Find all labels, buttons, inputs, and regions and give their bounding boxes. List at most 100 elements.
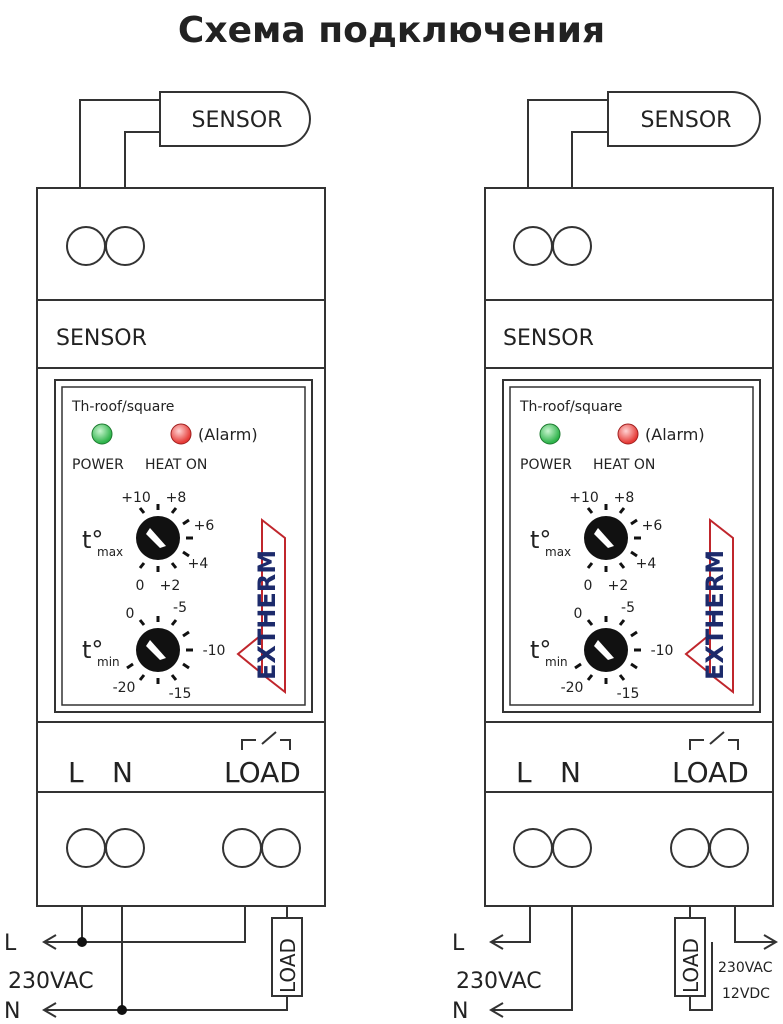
right-device: SENSOR SENSOR Th-roof/square (Alarm) POW… — [452, 91, 778, 1024]
left-terminal-n — [105, 828, 145, 868]
left-tmin-scale-15: -15 — [169, 686, 192, 702]
right-power-led — [539, 423, 561, 445]
left-brand-logo: EXTHERM — [253, 550, 281, 680]
left-model-label: Th-roof/square — [71, 399, 174, 415]
right-load-terminal-2 — [709, 828, 749, 868]
left-sensor-probe — [159, 91, 311, 147]
right-tmax-label: t° — [530, 526, 551, 554]
right-external-wiring — [489, 906, 778, 1018]
left-terminal-l-label: L — [68, 756, 84, 789]
left-terminal-n-label: N — [112, 756, 133, 789]
left-alarm-led — [170, 423, 192, 445]
left-sensor-wire-2 — [124, 131, 160, 188]
left-tmax-label: t° — [82, 526, 103, 554]
right-tmin-scale-5: -5 — [621, 600, 635, 616]
left-sensor-terminal-2 — [105, 226, 145, 266]
right-alarm-led — [617, 423, 639, 445]
left-load-terminal-2 — [261, 828, 301, 868]
right-tmax-scale-8: +8 — [614, 490, 635, 506]
left-tmin-scale-0: 0 — [126, 606, 135, 622]
left-tmin-knob[interactable] — [136, 628, 180, 672]
left-tmin-ticks — [126, 616, 193, 684]
left-tmin-scale-10: -10 — [203, 643, 226, 659]
right-supply-label: 230VAC — [456, 969, 542, 994]
right-line-l-label: L — [452, 931, 465, 956]
left-supply-label: 230VAC — [8, 969, 94, 994]
left-load-terminal-1 — [222, 828, 262, 868]
left-relay-symbol — [241, 731, 291, 750]
left-tmin-scale-5: -5 — [173, 600, 187, 616]
left-tmax-scale-2: +2 — [160, 578, 181, 594]
right-tmin-sub: min — [545, 655, 568, 669]
left-alarm-label: (Alarm) — [198, 425, 258, 444]
right-tmin-knob[interactable] — [584, 628, 628, 672]
right-terminal-load-label: LOAD — [672, 756, 749, 789]
left-front-panel — [61, 386, 306, 706]
right-front-panel-outer — [502, 379, 761, 713]
left-tmin-sub: min — [97, 655, 120, 669]
right-line-n-label: N — [452, 999, 468, 1024]
left-device-body — [36, 187, 326, 907]
right-front-panel — [509, 386, 754, 706]
right-tmax-scale-6: +6 — [642, 518, 663, 534]
right-alarm-label: (Alarm) — [645, 425, 705, 444]
right-brand-accent — [709, 517, 734, 695]
right-brand-logo: EXTHERM — [701, 550, 729, 680]
left-sensor-terminal-1 — [66, 226, 106, 266]
left-tmax-scale-8: +8 — [166, 490, 187, 506]
right-power-label: POWER — [520, 457, 572, 473]
right-tmax-scale-0: 0 — [584, 578, 593, 594]
left-front-panel-outer — [54, 379, 313, 713]
left-tmax-scale-4: +4 — [188, 556, 209, 572]
right-heat-on-label: HEAT ON — [593, 457, 655, 473]
right-load-box-label: LOAD — [679, 938, 703, 993]
right-device-body — [484, 187, 774, 907]
right-sensor-wire-1 — [527, 99, 608, 188]
left-terminal-load-label: LOAD — [224, 756, 301, 789]
left-power-led — [91, 423, 113, 445]
right-sensor-terminal-2 — [552, 226, 592, 266]
right-terminal-l — [513, 828, 553, 868]
right-tmax-scale-4: +4 — [636, 556, 657, 572]
right-terminal-n-label: N — [560, 756, 581, 789]
left-sensor-wire-1 — [79, 99, 160, 188]
left-tmin-label: t° — [82, 636, 103, 664]
right-tmin-scale-15: -15 — [617, 686, 640, 702]
right-tmin-scale-10: -10 — [651, 643, 674, 659]
right-relay-symbol — [689, 731, 739, 750]
left-sensor-label: SENSOR — [56, 326, 147, 351]
left-brand-accent — [261, 517, 286, 695]
left-tmax-scale-10: +10 — [121, 490, 151, 506]
right-tmin-scale-0: 0 — [574, 606, 583, 622]
left-external-wiring — [42, 906, 303, 1018]
left-tmax-sub: max — [97, 545, 123, 559]
right-output-dc-label: 12VDC — [722, 986, 770, 1002]
left-power-label: POWER — [72, 457, 124, 473]
left-tmax-knob[interactable] — [136, 516, 180, 560]
right-tmin-scale-20: -20 — [561, 680, 584, 696]
right-tmin-ticks — [574, 616, 641, 684]
left-line-l-label: L — [4, 931, 17, 956]
right-terminal-l-label: L — [516, 756, 532, 789]
right-sensor-wire-2 — [571, 131, 608, 188]
left-tmin-scale-20: -20 — [113, 680, 136, 696]
page-title: Схема подключения — [177, 10, 606, 51]
right-tmax-knob[interactable] — [584, 516, 628, 560]
right-tmin-label: t° — [530, 636, 551, 664]
left-sensor-probe-label: SENSOR — [192, 108, 283, 133]
right-terminal-n — [552, 828, 592, 868]
right-sensor-label: SENSOR — [503, 326, 594, 351]
right-tmax-sub: max — [545, 545, 571, 559]
left-device: SENSOR SENSOR Th-roof/square (Alarm) POW… — [4, 91, 326, 1024]
right-tmax-ticks — [586, 504, 641, 572]
left-line-n-label: N — [4, 999, 20, 1024]
right-model-label: Th-roof/square — [519, 399, 622, 415]
left-tmax-ticks — [138, 504, 193, 572]
right-tmax-scale-10: +10 — [569, 490, 599, 506]
left-tmax-scale-0: 0 — [136, 578, 145, 594]
left-terminal-l — [66, 828, 106, 868]
left-heat-on-label: HEAT ON — [145, 457, 207, 473]
right-sensor-probe-label: SENSOR — [641, 108, 732, 133]
